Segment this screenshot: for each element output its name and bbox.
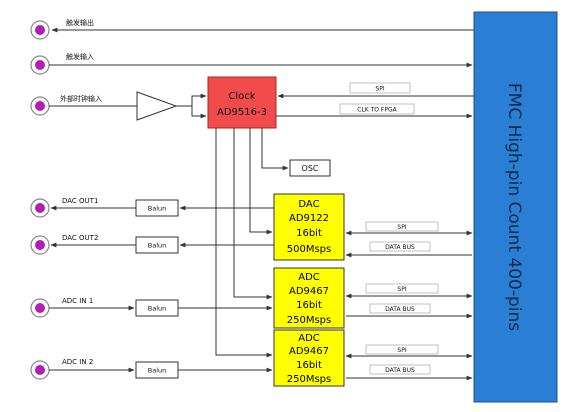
- buffer-to-clock-line-top: [176, 93, 207, 107]
- balun1-label: Balun: [148, 205, 167, 213]
- dac-data-bus-label: DATA BUS: [385, 244, 415, 251]
- dac-chip-line3: 16bit: [296, 228, 322, 239]
- adc2-spi-label: SPI: [397, 347, 406, 354]
- port-trigger-out-label: 触发输出: [66, 18, 94, 27]
- port-ext-clock-in: [30, 96, 50, 116]
- port-dac-out1-label: DAC OUT1: [62, 197, 98, 205]
- adc1-chip-line3: 16bit: [296, 300, 322, 311]
- adc1-data-bus-label: DATA BUS: [385, 306, 415, 313]
- port-trigger-in-label: 触发输入: [66, 52, 94, 61]
- port-ext-clock-in-label: 外部时钟输入: [60, 94, 102, 103]
- clk-to-fpga-label-box: [339, 103, 415, 115]
- clock-spi-label: SPI: [375, 86, 384, 93]
- fmc-connector-label: FMC High-pin Count 400-pins: [504, 83, 524, 331]
- clock-to-dac-line: [249, 128, 273, 235]
- dac-chip-line2: AD9122: [289, 213, 329, 224]
- port-dac-out2: [30, 235, 50, 255]
- dac-chip-line1: DAC: [298, 199, 319, 210]
- clock-to-adc2-line: [215, 128, 273, 358]
- clock-block: [207, 76, 277, 129]
- dac-data-bus-label-box: [369, 241, 431, 252]
- fmc-connector-block: [473, 11, 558, 403]
- adc1-spi-label: SPI: [397, 286, 406, 293]
- dac-spi-label: SPI: [397, 224, 406, 231]
- clock-spi-label-box: [349, 82, 411, 94]
- balun3-label: Balun: [148, 305, 167, 313]
- port-adc-in1: [30, 298, 50, 318]
- clock-to-adc1-line: [233, 128, 273, 300]
- adc2-data-bus-label: DATA BUS: [385, 367, 415, 374]
- adc1-chip-line1: ADC: [298, 272, 320, 283]
- dac-chip-block: [273, 193, 345, 261]
- port-dac-out1: [30, 198, 50, 218]
- adc2-chip-line2: AD9467: [289, 346, 329, 357]
- adc2-chip-line3: 16bit: [296, 360, 322, 371]
- clock-buffer-triangle: [136, 91, 178, 121]
- port-adc-in1-label: ADC IN 1: [62, 297, 93, 305]
- balun2-label: Balun: [148, 242, 167, 250]
- port-trigger-out: [30, 20, 50, 40]
- port-adc-in2-label: ADC IN 2: [62, 358, 93, 366]
- adc2-chip-line1: ADC: [298, 333, 320, 344]
- adc1-chip-line2: AD9467: [289, 286, 329, 297]
- clock-to-osc-line: [261, 128, 289, 171]
- port-dac-out2-label: DAC OUT2: [62, 234, 98, 242]
- port-adc-in2: [30, 360, 50, 380]
- adc2-data-bus-label-box: [369, 364, 431, 375]
- clock-part-label: AD9516-3: [217, 107, 267, 118]
- osc-block: [289, 159, 331, 177]
- osc-label: OSC: [302, 164, 319, 173]
- dac-chip-line4: 500Msps: [287, 244, 331, 255]
- buffer-to-clock-line-bottom: [191, 106, 207, 119]
- adc1-chip-line4: 250Msps: [287, 315, 331, 326]
- adc1-data-bus-label-box: [369, 303, 431, 314]
- balun4-label: Balun: [148, 367, 167, 375]
- adc1-spi-label-box: [365, 283, 439, 294]
- clock-label: Clock: [228, 91, 255, 102]
- adc2-chip-line4: 250Msps: [287, 374, 331, 385]
- adc1-chip-block: [273, 267, 345, 329]
- clk-to-fpga-label: CLK TO FPGA: [357, 107, 397, 114]
- adc2-chip-block: [273, 329, 345, 387]
- dac-spi-label-box: [365, 221, 439, 232]
- port-trigger-in: [30, 55, 50, 75]
- adc2-spi-label-box: [365, 344, 439, 355]
